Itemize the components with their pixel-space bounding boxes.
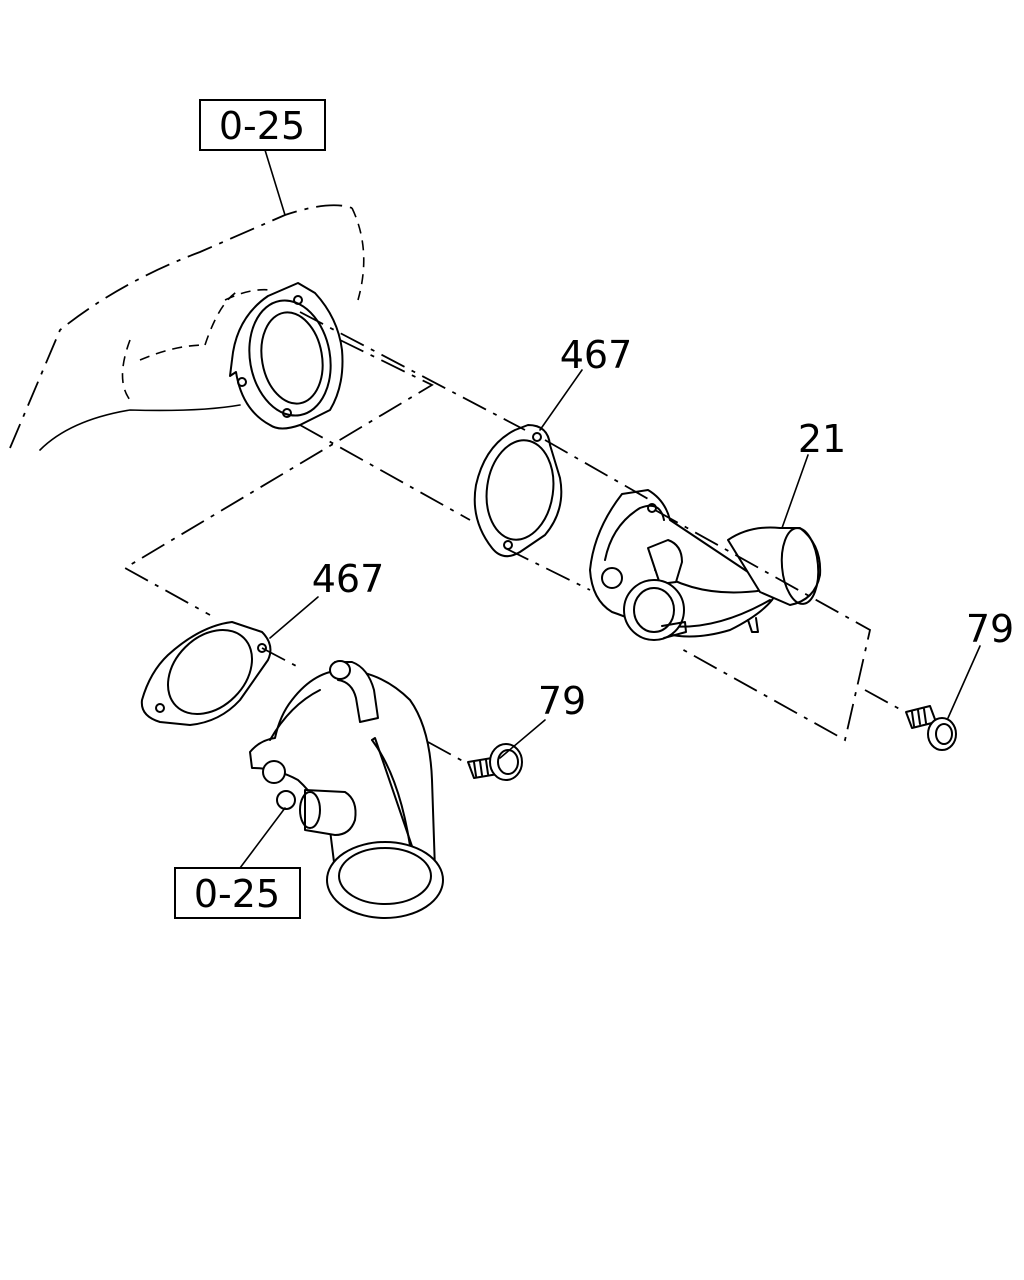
manifold-flange <box>229 282 344 430</box>
callout-gasket-lower[interactable]: 467 <box>312 557 385 601</box>
exhaust-manifold <box>9 204 365 451</box>
egr-valve-assembly <box>589 489 822 641</box>
callout-ref-bottom-text: 0-25 <box>194 872 280 916</box>
callout-ref-bottom[interactable]: 0-25 <box>174 867 301 919</box>
callout-part-21[interactable]: 21 <box>798 417 846 461</box>
lower-pipe <box>249 660 444 919</box>
callout-bolt-lower[interactable]: 79 <box>538 679 586 723</box>
gasket-lower <box>140 621 272 726</box>
leader-lines <box>239 149 981 869</box>
alignment-lines <box>123 311 906 766</box>
bolt-right <box>905 705 957 751</box>
callout-ref-top[interactable]: 0-25 <box>199 99 326 151</box>
bolt-lower <box>467 743 523 781</box>
callout-bolt-right[interactable]: 79 <box>966 607 1014 651</box>
callout-gasket-upper[interactable]: 467 <box>560 333 633 377</box>
gasket-upper <box>473 424 563 558</box>
callout-ref-top-text: 0-25 <box>219 104 305 148</box>
